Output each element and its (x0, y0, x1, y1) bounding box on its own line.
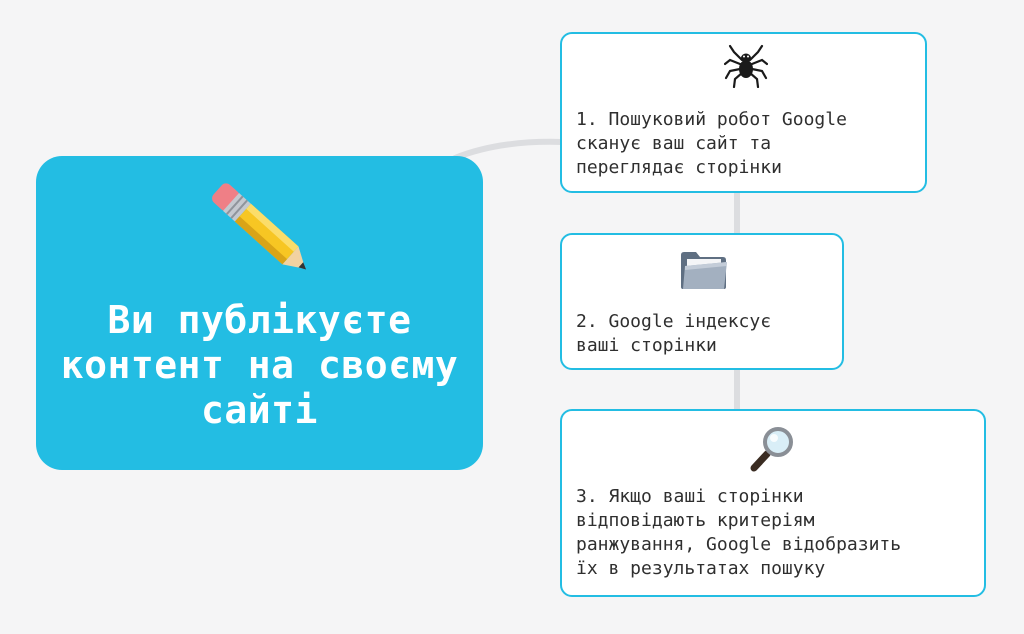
central-topic-node[interactable]: Ви публікуєте контент на своєму сайті (36, 156, 483, 470)
step-2-text: 2. Google індексує ваші сторінки (576, 311, 772, 356)
pencil-icon (211, 183, 306, 270)
step-3-text: 3. Якщо ваші сторінки відповідають крите… (576, 486, 902, 579)
magnifier-icon (750, 427, 793, 472)
connector-central-to-step1 (452, 138, 565, 161)
step-card-1[interactable]: 1. Пошуковий робот Google сканує ваш сай… (560, 32, 927, 193)
step-1-text: 1. Пошуковий робот Google сканує ваш сай… (576, 109, 847, 178)
central-topic-title: Ви публікуєте контент на своєму сайті (60, 298, 459, 432)
spider-icon (724, 44, 768, 88)
step-card-3[interactable]: 3. Якщо ваші сторінки відповідають крите… (560, 409, 986, 597)
step-card-2[interactable]: 2. Google індексує ваші сторінки (560, 233, 844, 370)
folder-icon (681, 252, 727, 289)
